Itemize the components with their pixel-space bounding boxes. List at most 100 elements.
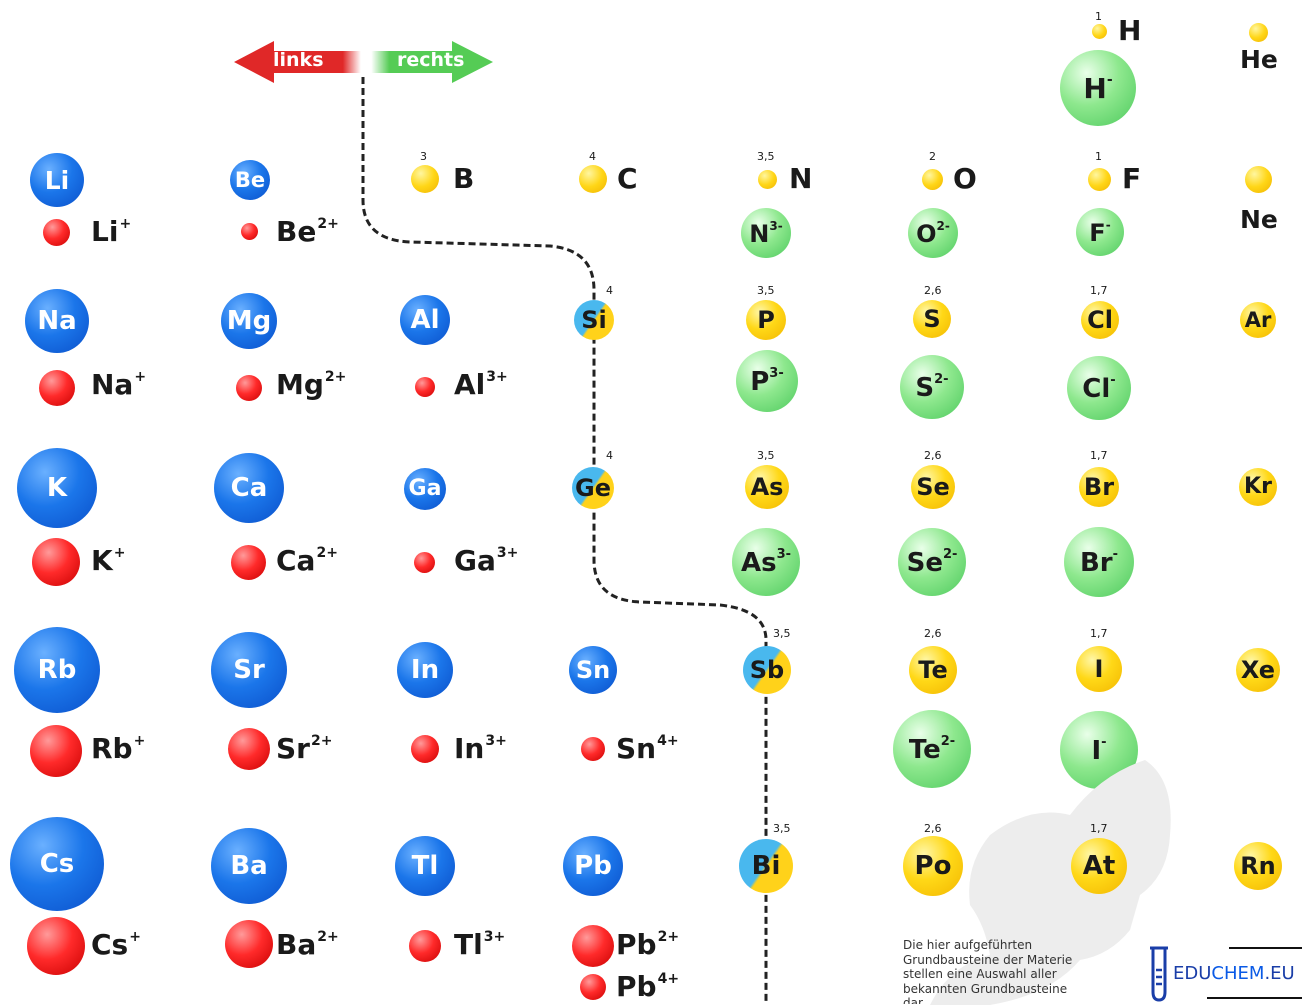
ne-atom [1245,166,1272,193]
te-valence: 2,6 [924,627,942,640]
sr-cation [228,728,270,770]
cl-atom: Cl [1081,301,1119,339]
at-atom: At [1071,838,1127,894]
si-atom: Si [574,300,614,340]
be-cation [241,223,258,240]
h-atom [1092,24,1107,39]
al-cation [415,377,435,397]
o-valence: 2 [929,150,936,163]
f-valence: 1 [1095,150,1102,163]
sb-atom: Sb [743,646,791,694]
mg-atom: Mg [221,293,277,349]
logo-chem: CHEM [1211,963,1265,984]
portrait-silhouette [930,760,1171,1005]
k-cation [32,538,80,586]
na-cation-label: Na+ [91,368,147,401]
s-anion: S2- [900,355,964,419]
si-valence: 4 [606,284,613,297]
in-cation-label: In3+ [454,732,507,765]
pb2-cation [572,925,614,967]
he-atom [1249,23,1268,42]
ne-symbol: Ne [1240,205,1278,234]
b-atom [411,165,439,193]
sr-cation-label: Sr2+ [276,732,333,765]
cs-cation [27,917,85,975]
kr-atom: Kr [1239,468,1277,506]
sr-atom: Sr [211,632,287,708]
tl-cation [409,930,441,962]
c-valence: 4 [589,150,596,163]
tl-atom: Tl [395,836,455,896]
in-cation [411,735,439,763]
he-symbol: He [1240,45,1278,74]
mg-cation [236,375,262,401]
li-cation-label: Li+ [91,215,132,248]
logo-edu: EDU [1173,963,1212,984]
b-symbol: B [453,162,475,195]
k-atom: K [17,448,97,528]
na-cation [39,370,75,406]
h-anion: H- [1060,50,1136,126]
c-atom [579,165,607,193]
ba-atom: Ba [211,828,287,904]
pb-atom: Pb [563,836,623,896]
po-valence: 2,6 [924,822,942,835]
li-atom: Li [30,153,84,207]
n-atom [758,170,777,189]
rn-atom: Rn [1234,842,1282,890]
na-atom: Na [25,289,89,353]
xe-atom: Xe [1236,648,1280,692]
rb-atom: Rb [14,627,100,713]
arrow-right-label: rechts [397,49,465,71]
logo-rule-top [1229,947,1302,949]
i-valence: 1,7 [1090,627,1108,640]
s-valence: 2,6 [924,284,942,297]
n-valence: 3,5 [757,150,775,163]
po-atom: Po [903,836,963,896]
al-cation-label: Al3+ [454,368,508,401]
k-cation-label: K+ [91,544,126,577]
p-valence: 3,5 [757,284,775,297]
logo-rule-bottom [1207,997,1302,999]
test-tube-icon [1150,946,1168,1002]
b-valence: 3 [420,150,427,163]
footnote: Die hier aufgeführten Grundbausteine der… [903,938,1073,1004]
as-anion: As3- [732,528,800,596]
tl-cation-label: Tl3+ [454,928,506,961]
br-valence: 1,7 [1090,449,1108,462]
rb-cation [30,725,82,777]
as-valence: 3,5 [757,449,775,462]
h-electron-count: 1 [1095,10,1102,23]
f-symbol: F [1122,162,1142,195]
mg-cation-label: Mg2+ [276,368,347,401]
sn-atom: Sn [569,646,617,694]
se-atom: Se [911,465,955,509]
f-anion: F- [1076,208,1124,256]
n-anion: N3- [741,208,791,258]
logo-eu: .EU [1264,963,1295,984]
n-symbol: N [789,162,813,195]
as-atom: As [745,465,789,509]
o-anion: O2- [908,208,958,258]
ge-valence: 4 [606,449,613,462]
cl-anion: Cl- [1067,356,1131,420]
s-atom: S [913,300,951,338]
h-symbol: H [1118,14,1142,47]
ba-cation-label: Ba2+ [276,928,339,961]
p-atom: P [746,300,786,340]
p-anion: P3- [736,350,798,412]
i-atom: I [1076,646,1122,692]
ba-cation [225,920,273,968]
br-anion: Br- [1064,527,1134,597]
br-atom: Br [1079,467,1119,507]
pb2-cation-label: Pb2+ [616,928,680,961]
cs-cation-label: Cs+ [91,928,141,961]
se-anion: Se2- [898,528,966,596]
bi-valence: 3,5 [773,822,791,835]
direction-arrow [234,41,493,83]
in-atom: In [397,642,453,698]
c-symbol: C [617,162,638,195]
f-atom [1088,168,1111,191]
